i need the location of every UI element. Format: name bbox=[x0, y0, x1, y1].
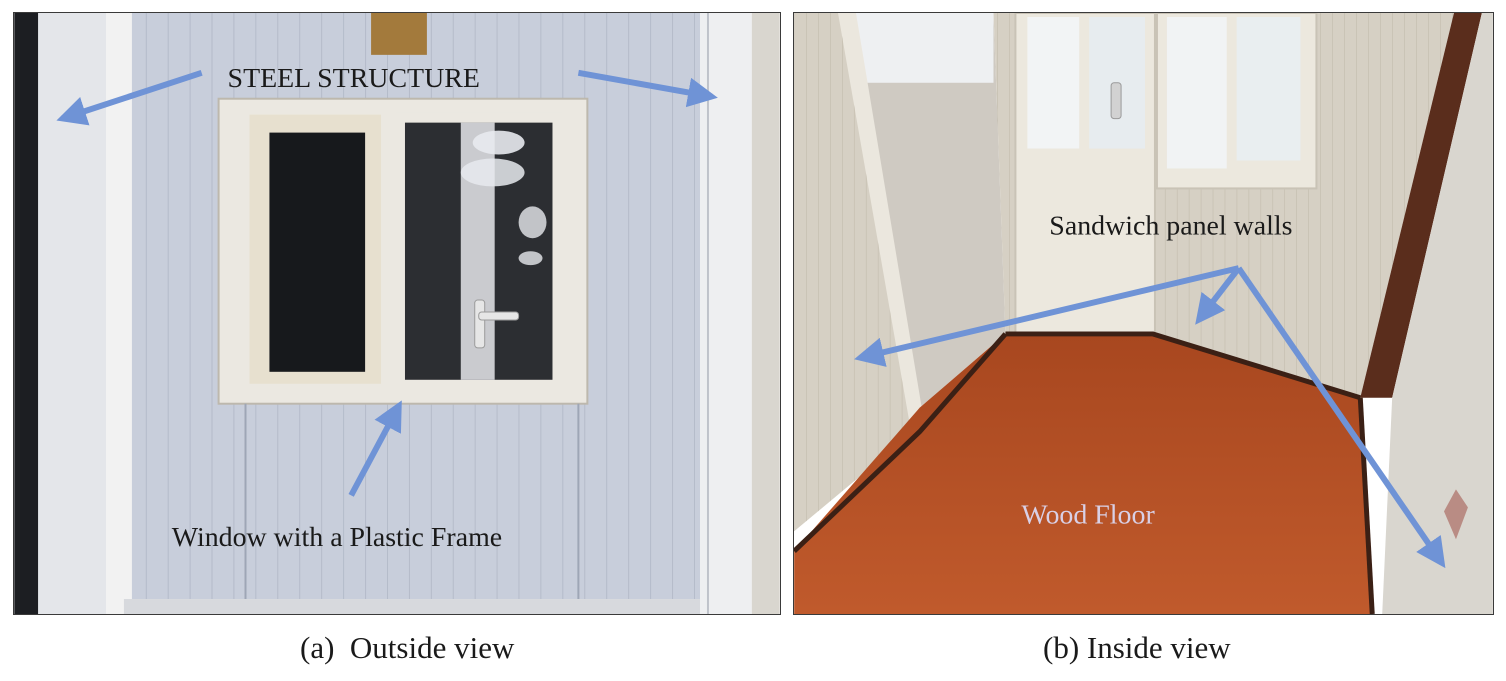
window-plastic-frame-label: Window with a Plastic Frame bbox=[172, 522, 502, 553]
door-frame bbox=[838, 13, 926, 436]
back-window-glass-left bbox=[1166, 16, 1227, 169]
outside-sky bbox=[853, 13, 994, 83]
bottom-sill bbox=[123, 599, 722, 614]
window-handle bbox=[474, 299, 486, 349]
caption-inside-view: (b) Inside view bbox=[1043, 630, 1231, 665]
window-left-glass bbox=[269, 132, 366, 372]
door-glass-left bbox=[1027, 16, 1080, 149]
inside-view-illustration: Sandwich panel walls Wood Floor bbox=[794, 13, 1493, 614]
back-wall-arrow bbox=[1195, 266, 1242, 325]
wood-floor-label: Wood Floor bbox=[1021, 499, 1155, 530]
steel-right-arrow bbox=[577, 69, 718, 108]
open-doorway bbox=[853, 13, 1006, 408]
light-fixture bbox=[371, 13, 427, 55]
left-column-edge bbox=[105, 13, 132, 614]
back-window-glass-right bbox=[1236, 16, 1301, 161]
steel-left-arrow bbox=[56, 69, 203, 126]
window-arrow bbox=[348, 400, 402, 497]
left-wall-arrow bbox=[854, 265, 1240, 367]
right-wall-arrow bbox=[1236, 266, 1446, 569]
outside-view-photo: STEEL STRUCTURE Window with a Plastic Fr… bbox=[13, 12, 781, 615]
left-wall bbox=[794, 13, 914, 532]
steel-structure-label: STEEL STRUCTURE bbox=[228, 63, 480, 94]
outside-view-illustration: STEEL STRUCTURE Window with a Plastic Fr… bbox=[14, 13, 780, 614]
sandwich-panel-walls-label: Sandwich panel walls bbox=[1049, 210, 1292, 241]
right-wall bbox=[1382, 13, 1493, 614]
inside-view-photo: Sandwich panel walls Wood Floor bbox=[793, 12, 1494, 615]
corner-post bbox=[1360, 13, 1482, 398]
shadow-strip bbox=[14, 13, 39, 614]
wall-outlet bbox=[1444, 489, 1468, 540]
wood-floor bbox=[794, 333, 1373, 614]
background-wall bbox=[751, 13, 780, 614]
caption-outside-view: (a) Outside view bbox=[300, 630, 515, 665]
